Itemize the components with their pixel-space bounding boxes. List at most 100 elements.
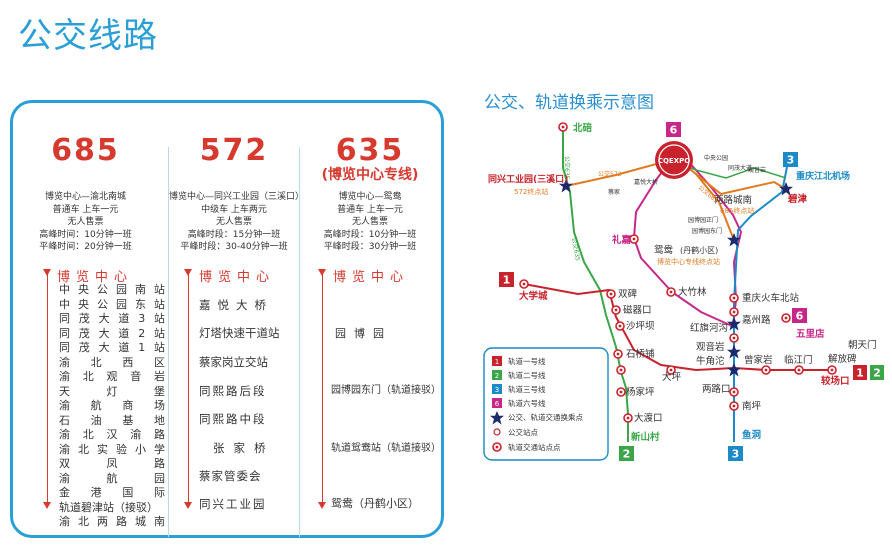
- station-label: 两路城南: [714, 194, 752, 206]
- station-label: 南坪: [742, 400, 762, 412]
- svg-text:3: 3: [495, 386, 499, 394]
- route-info: 博览中心—渝北南城 普通车 上车一元 无人售票 高峰时间：10分钟一班 平峰时间…: [13, 191, 158, 254]
- rail-station-icon: [558, 122, 568, 132]
- legend-bus-stop: 公交站点: [508, 427, 538, 437]
- station-label: 鸳鸯: [654, 244, 674, 256]
- line6-track: [632, 149, 733, 327]
- stop: 同熙路后段: [199, 384, 267, 398]
- stop: 鸳鸯（丹鹤小区）: [331, 497, 419, 510]
- stop: 同茂大道3站: [59, 312, 165, 325]
- stop: 同兴工业园: [199, 497, 267, 511]
- small-label: 公交635: [563, 156, 571, 180]
- svg-text:2: 2: [623, 448, 631, 461]
- legend-line2: 轨道二号线: [508, 370, 546, 380]
- station-label: 重庆火车北站: [742, 292, 800, 304]
- stop: 渝北两路城南: [59, 515, 165, 528]
- stop: 轨道碧津站（接驳）: [59, 500, 158, 514]
- stop: 同茂大道2站: [59, 326, 165, 340]
- station-label: 牛角沱: [696, 355, 725, 367]
- small-label: 园博园东门: [692, 227, 722, 235]
- stop: 同熙路中段: [199, 412, 267, 426]
- small-label: 嘉悦大桥: [634, 178, 658, 186]
- small-label: 蔡家: [608, 188, 620, 196]
- rail-station-icon: [666, 287, 676, 297]
- route-info-line: 中级车 上车两元: [201, 204, 267, 215]
- legend-line1: 轨道一号线: [508, 356, 546, 366]
- station-label: 新山村: [631, 431, 660, 443]
- station-label: 大学城: [519, 290, 548, 302]
- stop-list: 中央公园南站 中央公园东站 同茂大道3站 同茂大道2站 同茂大道1站 渝北西区 …: [59, 283, 165, 530]
- route-info-line: 无人售票: [215, 217, 252, 227]
- stop: 渝航园: [59, 471, 165, 485]
- station-label: 较场口: [821, 375, 850, 387]
- route-685-column: 685 博览中心—渝北南城 普通车 上车一元 无人售票 高峰时间：10分钟一班 …: [13, 133, 158, 513]
- svg-text:1: 1: [495, 358, 499, 366]
- rail-station-icon: [615, 321, 625, 331]
- stop: 园博园: [335, 327, 392, 340]
- route-info: 博览中心—鸳鸯 普通车 上车一元 无人售票 高峰时段：10分钟一班 平峰时段：3…: [300, 191, 440, 254]
- legend-line6: 轨道六号线: [508, 398, 546, 408]
- station-label: 两路口: [702, 383, 731, 395]
- rail-station-icon: [729, 307, 739, 317]
- stop: 园博园东门（轨道接驳）: [331, 385, 441, 396]
- station-label: 碧津: [787, 193, 808, 205]
- route-info-line: 普通车 上车一元: [52, 204, 119, 215]
- expo-label: CQEXPO: [658, 157, 690, 165]
- station-label: 嘉州路: [742, 314, 771, 326]
- bus-routes-panel: 685 博览中心—渝北南城 普通车 上车一元 无人售票 高峰时间：10分钟一班 …: [10, 100, 444, 538]
- rail-station-icon: [729, 401, 739, 411]
- station-label: 杨家坪: [626, 386, 655, 398]
- bus-685-route: [685, 165, 787, 196]
- station-label: 大渡口: [634, 412, 663, 424]
- rail-station-icon: [729, 333, 739, 343]
- station-label: 朝天门: [848, 339, 877, 351]
- route-info-line: 博览中心—鸳鸯: [338, 192, 402, 202]
- expo-hub: [655, 141, 693, 179]
- route-info-line: 高峰时段：10分钟一班: [323, 229, 417, 240]
- route-subtitle: (博览中心专线): [321, 167, 419, 183]
- station-label: (丹鹤小区): [680, 245, 718, 255]
- station-label: 曾家岩: [744, 354, 773, 366]
- line-badge: 1: [853, 365, 867, 380]
- svg-text:3: 3: [732, 448, 740, 461]
- rail-station-icon: [519, 279, 529, 289]
- legend-line3: 轨道三号线: [508, 384, 546, 394]
- stop: 蔡家管委会: [199, 469, 262, 483]
- stop: 渝航商场: [59, 399, 165, 412]
- page-title: 公交线路: [18, 16, 158, 56]
- stop: 石油基地: [59, 413, 165, 427]
- rail-station-icon: [794, 365, 804, 375]
- legend-rail-stop: 轨道交通站点点: [508, 442, 561, 452]
- route-info-line: 平峰时间：20分钟一班: [39, 242, 132, 252]
- legend-bus-stop-icon: [493, 428, 501, 436]
- rail-station-icon: [611, 305, 621, 315]
- station-label: 红旗河沟: [690, 322, 728, 334]
- route-info-line: 无人售票: [67, 217, 104, 227]
- rail-station-icon: [616, 387, 626, 397]
- station-label: 沙坪坝: [626, 320, 655, 332]
- station-label: 大坪: [662, 371, 682, 383]
- direction-arrow: [43, 269, 51, 509]
- stop: 双凤路: [59, 457, 165, 470]
- stop: 渝北西区: [59, 355, 165, 369]
- station-label: 572终点站: [514, 187, 548, 196]
- stop: 中央公园南站: [59, 283, 165, 296]
- station-label: 大竹林: [678, 286, 707, 298]
- small-label: 观音岩: [748, 166, 766, 174]
- line-badge: 2: [870, 365, 884, 380]
- svg-text:1: 1: [503, 274, 511, 287]
- direction-arrow: [184, 269, 192, 509]
- line-badge: 6: [666, 122, 681, 137]
- stop: 灯塔快速干道站: [199, 326, 280, 340]
- stop: 轨道鸳鸯站（轨道接驳）: [331, 443, 441, 454]
- route-info-line: 高峰时间：10分钟一班: [39, 229, 132, 240]
- stop: 金港国际: [59, 486, 165, 499]
- svg-text:3: 3: [787, 154, 795, 167]
- stop: 渝北汉渝路: [59, 428, 165, 441]
- stop: 张家桥: [213, 441, 275, 455]
- route-info-line: 平峰时段：30分钟一班: [323, 242, 417, 252]
- rail-station-icon: [761, 365, 771, 375]
- svg-text:2: 2: [873, 367, 881, 380]
- small-label: 公交635: [570, 237, 582, 262]
- route-info-line: 平峰时段：30-40分钟一班: [180, 242, 288, 252]
